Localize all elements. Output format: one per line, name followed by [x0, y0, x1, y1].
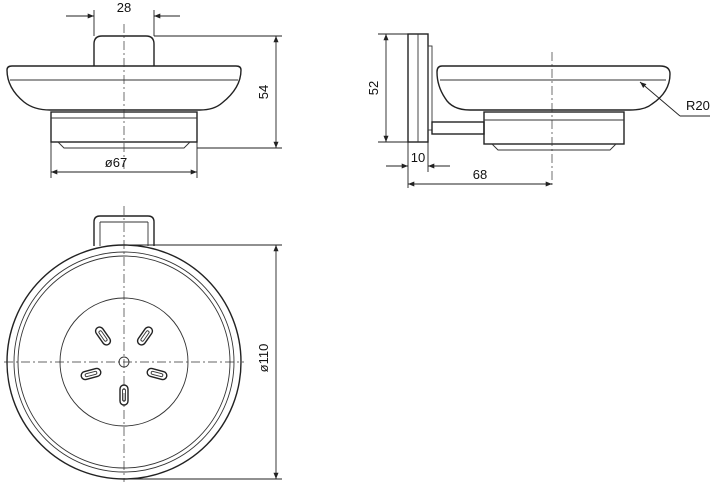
dim-68-label: 68	[473, 167, 487, 182]
dim-r20-leader	[639, 81, 681, 117]
dim-67-label: ø67	[105, 155, 127, 170]
drain-slot	[94, 326, 112, 346]
side-arm	[431, 121, 485, 135]
side-view: 52 R20 10 68	[366, 33, 710, 188]
top-view: ø110	[4, 206, 282, 482]
side-dish	[436, 65, 671, 111]
top-holder-block	[93, 215, 155, 246]
top-center-screw	[118, 356, 130, 368]
side-wall-plate-edge	[427, 45, 433, 131]
dim-54-label: 54	[256, 85, 271, 99]
drain-slot	[119, 384, 129, 406]
dim-110-label: ø110	[256, 344, 271, 373]
front-view: 28 54 ø67	[6, 0, 282, 178]
drain-slot	[136, 326, 154, 346]
dim-52-label: 52	[366, 81, 381, 95]
dim-28-label: 28	[117, 0, 131, 15]
drain-slot	[146, 367, 168, 381]
drain-slot	[80, 367, 102, 381]
side-base-bottom	[491, 143, 617, 151]
front-dish	[6, 65, 242, 111]
side-base	[483, 111, 625, 145]
dim-r20-label: R20	[686, 98, 710, 113]
dim-10-label: 10	[411, 150, 425, 165]
